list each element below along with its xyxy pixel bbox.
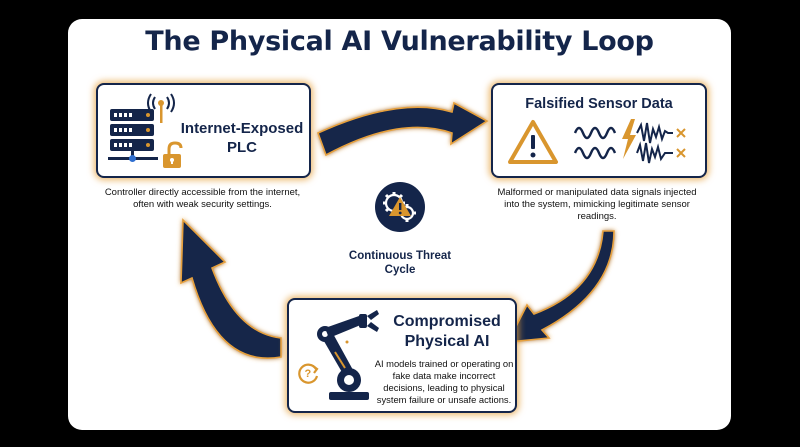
node-label-sensor: Falsified Sensor Data — [525, 96, 673, 112]
unlocked-padlock-icon — [163, 141, 183, 168]
node-internet-exposed-plc: Internet-Exposed PLC — [96, 83, 311, 178]
lightning-bolt-icon — [622, 119, 636, 159]
server-rack-icon — [108, 109, 158, 162]
antenna-icon — [147, 93, 175, 123]
node-description-sensor: Malformed or manipulated data signals in… — [497, 187, 697, 222]
node-description-plc: Controller directly accessible from the … — [104, 187, 301, 210]
cycle-question-icon: ? — [298, 363, 319, 384]
warning-triangle-icon — [508, 120, 558, 164]
node-description-ai: AI models trained or operating on fake d… — [374, 358, 514, 405]
diagram-title: The Physical AI Vulnerability Loop — [145, 26, 654, 57]
node-compromised-physical-ai: ? Compromised Physical AI AI models trai… — [287, 298, 517, 413]
node-label-ai: Compromised Physical AI — [393, 313, 501, 350]
node-label-plc: Internet-Exposed PLC — [180, 120, 304, 156]
node-falsified-sensor-data: Falsified Sensor Data — [491, 83, 707, 178]
center-label-threat-cycle: Continuous Threat Cycle — [348, 250, 452, 276]
robotic-arm-icon — [317, 310, 379, 400]
waveform-icon — [573, 121, 686, 164]
svg-text:?: ? — [305, 368, 312, 380]
gears-warning-icon — [375, 182, 425, 232]
